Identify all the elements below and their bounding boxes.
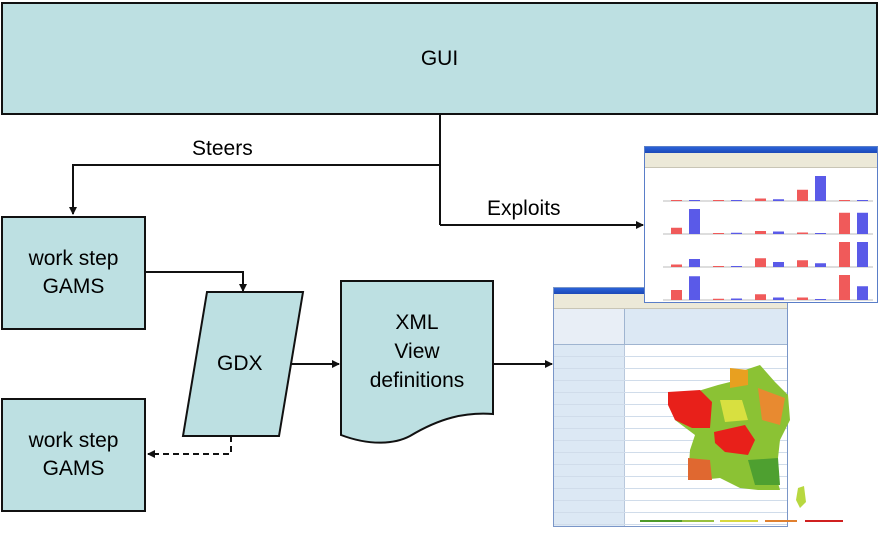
table-row: [554, 489, 787, 501]
bar-chart-thumbnail: [663, 176, 873, 301]
bar-red: [671, 264, 682, 267]
france-map: [640, 365, 843, 522]
table-row: [554, 405, 787, 417]
exploits-label: Exploits: [487, 197, 561, 220]
table-row: [554, 465, 787, 477]
workstep-top-line2: GAMS: [42, 275, 105, 298]
xml-line2: View: [394, 340, 440, 363]
bar-red: [713, 266, 724, 267]
gdx-label: GDX: [217, 352, 263, 375]
bar-blue: [773, 297, 784, 300]
gdx-to-workstep-dashed-arrow: [147, 436, 232, 458]
bar-red: [839, 242, 850, 267]
bar-red: [797, 297, 808, 300]
bar-blue: [731, 200, 742, 201]
xml-line1: XML: [395, 311, 439, 334]
bar-red: [797, 189, 808, 201]
map-region-center: [714, 425, 755, 455]
bar-red: [839, 212, 850, 234]
chart-window-toolbar: [645, 153, 877, 168]
bar-red: [713, 200, 724, 201]
legend-swatch-4: [765, 520, 797, 522]
table-row: [554, 525, 787, 526]
map-corsica: [796, 486, 806, 508]
xml-line3: definitions: [369, 369, 465, 392]
map-region-north: [730, 368, 748, 388]
table-body: [554, 345, 787, 526]
bar-red: [755, 258, 766, 267]
bar-blue: [689, 276, 700, 300]
table-row: [554, 441, 787, 453]
bar-red: [713, 233, 724, 234]
bar-red: [671, 290, 682, 300]
bar-red: [713, 298, 724, 300]
bar-blue: [857, 242, 868, 267]
bar-blue: [689, 200, 700, 201]
bar-blue: [689, 209, 700, 234]
map-region-east: [758, 388, 785, 425]
bar-blue: [815, 263, 826, 267]
workstep-gams-node-top: work step GAMS: [1, 216, 146, 330]
xml-label: XML View definitions: [341, 308, 493, 395]
bar-blue: [815, 176, 826, 201]
bar-blue: [815, 233, 826, 234]
workstep-to-gdx-arrow: [145, 271, 247, 292]
table-row: [554, 429, 787, 441]
bar-red: [839, 275, 850, 300]
bar-red: [839, 200, 850, 201]
table-row: [554, 513, 787, 525]
bar-blue: [689, 259, 700, 267]
steers-label: Steers: [192, 137, 253, 160]
bar-blue: [857, 212, 868, 234]
map-region-southeast: [748, 458, 780, 485]
bar-red: [755, 294, 766, 300]
bar-blue: [857, 200, 868, 201]
bar-blue: [857, 286, 868, 300]
legend-swatch-3: [720, 520, 758, 522]
legend-swatch-1: [640, 520, 682, 522]
table-row: [554, 369, 787, 381]
map-region-sw: [688, 458, 712, 480]
bar-blue: [773, 231, 784, 234]
bar-red: [671, 200, 682, 201]
table-row: [554, 453, 787, 465]
bar-blue: [773, 262, 784, 267]
table-header: [554, 309, 787, 345]
bar-blue: [731, 298, 742, 300]
legend-swatch-2: [682, 520, 714, 522]
xml-node-shape: [340, 280, 494, 444]
bar-red: [755, 198, 766, 201]
table-row: [554, 477, 787, 489]
workstep-bottom-line2: GAMS: [42, 457, 105, 480]
workstep-top-line1: work step: [28, 247, 119, 270]
gdx-node-shape: [181, 291, 305, 437]
chart-screenshot: [644, 146, 878, 303]
table-row: [554, 357, 787, 369]
workstep-bottom-line1: work step: [28, 429, 119, 452]
map-region-yellow: [720, 400, 748, 422]
table-row: [554, 417, 787, 429]
table-row: [554, 345, 787, 357]
map-legend: [640, 520, 843, 522]
bar-red: [671, 227, 682, 234]
chart-window-titlebar: [645, 147, 877, 153]
bar-blue: [731, 266, 742, 267]
gui-node: GUI: [1, 2, 878, 115]
legend-swatch-5: [805, 520, 843, 522]
bar-blue: [815, 299, 826, 300]
bar-blue: [731, 232, 742, 234]
bar-red: [755, 231, 766, 234]
table-row: [554, 501, 787, 513]
workstep-gams-node-bottom: work step GAMS: [1, 398, 146, 512]
steers-arrow: [69, 164, 440, 215]
gui-label: GUI: [420, 46, 459, 70]
bar-red: [797, 232, 808, 234]
bar-red: [797, 260, 808, 267]
bar-blue: [773, 199, 784, 201]
map-region-west: [668, 390, 712, 428]
